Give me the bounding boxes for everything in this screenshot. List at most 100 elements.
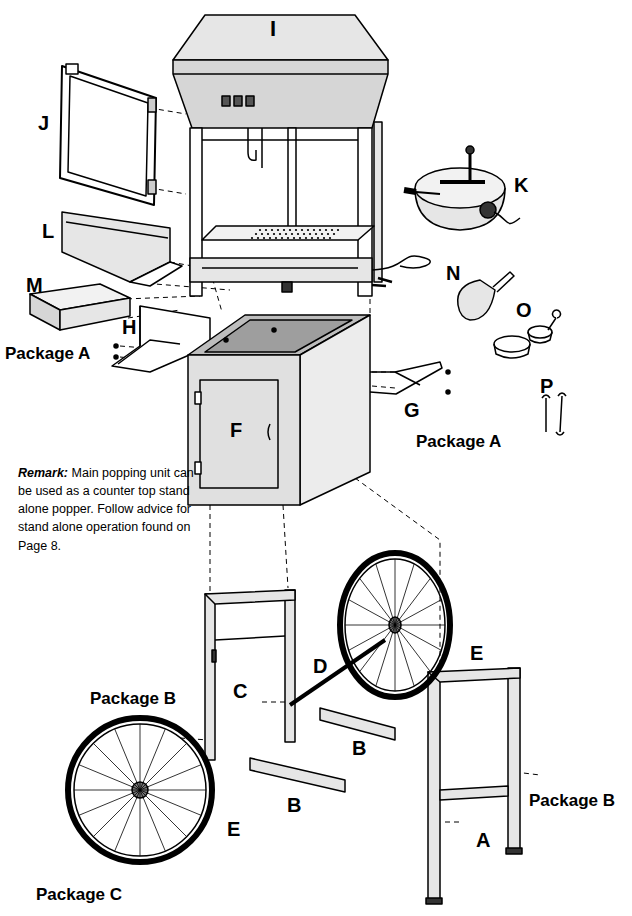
drawing-stroke [320,708,395,740]
drawing-stroke [333,233,335,235]
drawing-stroke [395,625,430,672]
drawing-stroke [446,370,450,374]
part-letter: A [476,830,490,850]
drawing-stroke [250,758,345,792]
drawing-stroke [395,625,396,691]
drawing-stroke [305,237,307,239]
drawing-stroke [281,237,283,239]
drawing-stroke [293,237,295,239]
drawing-stroke [148,180,156,194]
drawing-stroke [74,790,140,791]
drawing-stroke [372,372,395,388]
drawing-stroke [307,229,309,231]
drawing-stroke [285,233,287,235]
door-panel [60,64,156,205]
kettle [404,146,520,230]
drawing-stroke [251,237,253,239]
drawing-stroke [303,233,305,235]
drawing-stroke [222,96,230,106]
drawing-stroke [548,310,561,330]
drawing-stroke [426,898,442,904]
drawing-stroke [273,233,275,235]
remark-heading: Remark: [18,466,68,480]
drawing-stroke [480,202,496,218]
drawing-stroke [79,790,140,815]
remark-note: Remark: Main popping unit can be used as… [18,464,196,555]
drawing-stroke [269,237,271,239]
package-label: Package B [529,792,615,809]
drawing-stroke [340,553,450,697]
part-letter: G [404,400,420,420]
drawing-stroke [337,229,339,231]
drawing-stroke [404,190,416,192]
drawing-stroke [395,625,414,686]
drawing-stroke [234,96,242,106]
drawing-stroke [60,298,130,330]
drawing-stroke [205,594,215,760]
part-letter: B [287,795,301,815]
drawing-stroke [180,702,540,822]
drawing-stroke [494,212,520,224]
drawing-stroke [200,380,278,488]
wrenches [542,393,566,435]
drawing-stroke [428,668,520,682]
drawing-stroke [173,15,388,60]
drawing-stroke [279,233,281,235]
drawing-stroke [93,743,140,790]
drawing-stroke [205,590,295,604]
drawing-stroke [370,362,442,394]
package-label: Package A [416,433,501,450]
drawing-stroke [360,578,395,625]
drawing-stroke [494,336,530,352]
drawing-stroke [283,229,285,231]
drawing-stroke [195,462,201,474]
drawing-stroke [114,344,118,348]
drawing-stroke [297,233,299,235]
popper-cabinet [173,15,430,296]
drawing-stroke [68,76,148,196]
package-label: Package B [90,690,176,707]
part-letter: C [233,681,247,701]
part-letter: E [227,819,240,839]
drawing-stroke [114,355,118,359]
drawing-stroke [319,229,321,231]
drawing-stroke [395,625,445,626]
part-letter: P [540,376,553,396]
drawing-stroke [493,272,514,292]
drawing-stroke [315,233,317,235]
part-letter: M [26,275,43,295]
drawing-stroke [66,64,78,74]
drawing-stroke [140,790,165,851]
drawing-stroke [115,729,140,790]
drawing-stroke [323,237,325,239]
drawing-stroke [458,280,495,320]
drawing-stroke [267,233,269,235]
drawing-stroke [212,650,216,662]
drawing-stroke [331,229,333,231]
drawing-stroke [428,672,440,900]
drawing-stroke [30,294,60,330]
drawing-stroke [395,372,420,385]
drawing-stroke [272,328,276,332]
drawing-stroke [255,233,257,235]
drawing-stroke [68,718,212,862]
drawing-stroke [289,229,291,231]
scoop [458,272,514,320]
drawing-stroke [345,559,445,691]
drawing-stroke [140,790,187,837]
drawing-stroke [277,229,279,231]
drawing-stroke [311,237,313,239]
drawing-stroke [74,724,206,856]
left-frame [205,590,295,760]
wheels [68,553,450,862]
drawing-stroke [173,60,388,128]
drawing-stroke [60,66,156,205]
perforated-floor [251,229,339,239]
chute-plate [62,212,182,286]
drawing-stroke [327,233,329,235]
cross-bars [250,708,395,792]
part-letter: I [270,18,276,40]
drawing-stroke [288,128,296,232]
part-letter: F [230,420,242,440]
drawing-stroke [300,315,370,505]
